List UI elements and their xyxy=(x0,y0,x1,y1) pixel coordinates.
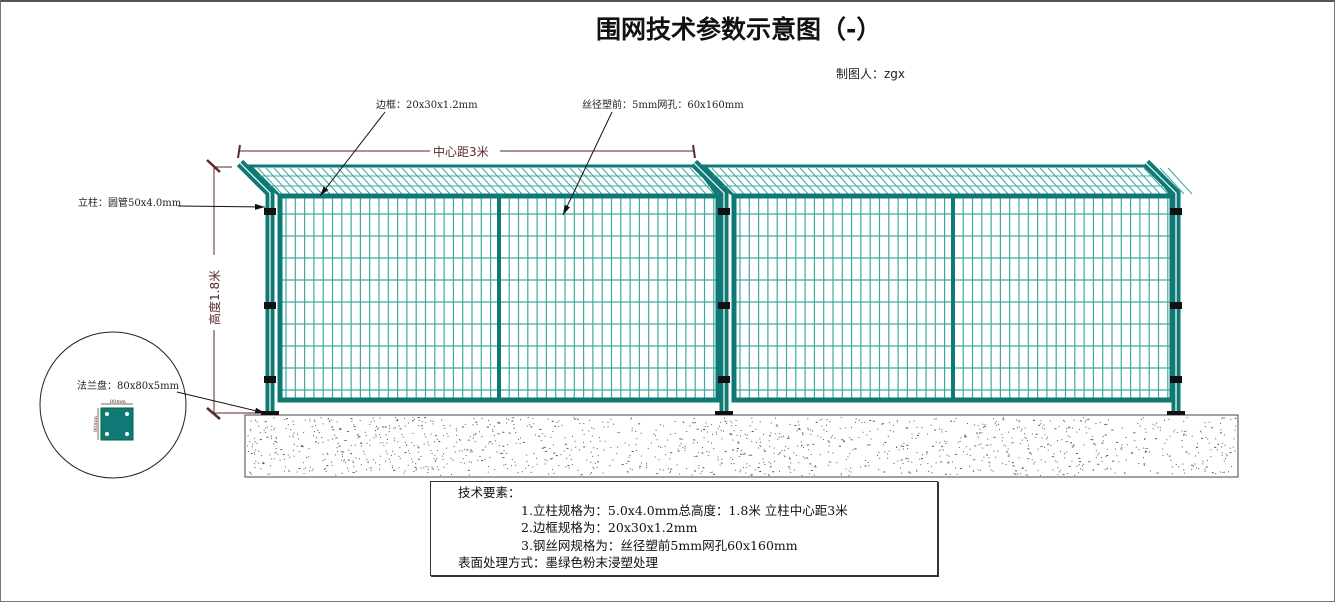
wire-mesh xyxy=(280,196,718,400)
post-flange xyxy=(261,411,279,415)
spec-surface: 表面处理方式：墨绿色粉末浸塑处理 xyxy=(458,555,659,570)
flange-height-label: 80mm xyxy=(93,416,99,432)
flange-plate xyxy=(97,403,134,441)
center-distance-label: 中心距3米 xyxy=(433,144,489,159)
concrete-texture xyxy=(247,417,1237,476)
spec-item: 2.边框规格为：20x30x1.2mm xyxy=(521,520,698,535)
fence-panels xyxy=(236,159,1193,415)
post-clamp xyxy=(264,376,276,383)
drawing-title: 围网技术参数示意图（-） xyxy=(596,15,881,44)
flange-callout-label: 法兰盘：80x80x5mm xyxy=(77,379,180,392)
mesh-callout-arrow xyxy=(562,111,613,216)
frame-callout-label: 边框：20x30x1.2mm xyxy=(376,98,478,111)
fence-panel xyxy=(700,164,1193,403)
post-clamp xyxy=(1170,302,1182,309)
height-dimension xyxy=(206,159,262,420)
fence-post xyxy=(236,159,279,415)
post-clamp xyxy=(264,208,276,215)
post-callout-label: 立柱：圆管50x4.0mm xyxy=(78,196,182,209)
author-label: 制图人：zgx xyxy=(836,67,905,81)
spec-item: 3.钢丝网规格为：丝径塑前5mm网孔60x160mm xyxy=(521,537,798,553)
post-clamp xyxy=(1170,376,1182,383)
mesh-callout-label: 丝径塑前：5mm网孔：60x160mm xyxy=(582,98,744,111)
technical-requirements-box: 技术要素： 1.立柱规格为：5.0x4.0mm总高度：1.8米 立柱中心距3米 … xyxy=(430,481,938,576)
flange-width-label: 80mm xyxy=(110,399,126,405)
spec-item: 1.立柱规格为：5.0x4.0mm总高度：1.8米 立柱中心距3米 xyxy=(521,502,848,518)
spec-heading: 技术要素： xyxy=(458,485,521,500)
post-flange xyxy=(715,411,733,415)
post-clamp xyxy=(718,376,730,383)
post-flange xyxy=(1167,411,1185,415)
top-mesh-band xyxy=(700,164,1193,198)
center-distance-dimension xyxy=(237,144,696,159)
post-clamp xyxy=(264,302,276,309)
frame-callout-arrow xyxy=(319,111,386,197)
fence-post xyxy=(690,159,733,415)
height-label: 高度1.8米 xyxy=(207,270,222,325)
post-clamp xyxy=(718,302,730,309)
flange-detail-circle xyxy=(39,331,187,479)
post-callout-arrow xyxy=(177,203,266,210)
flange-callout-arrow xyxy=(176,391,266,414)
fence-panel xyxy=(246,164,739,403)
post-clamp xyxy=(1170,208,1182,215)
post-clamp xyxy=(718,208,730,215)
concrete-base xyxy=(244,414,1239,478)
fence-post xyxy=(1142,159,1185,415)
